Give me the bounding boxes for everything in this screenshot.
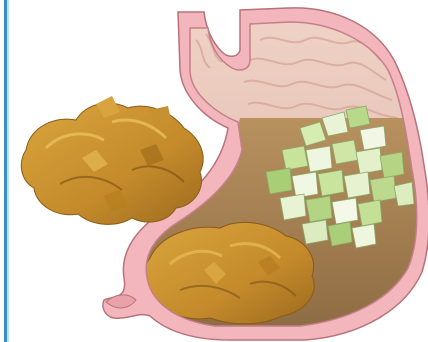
food-mass-in-stomach <box>144 222 314 323</box>
chewed-food-lump-icon <box>21 96 203 224</box>
